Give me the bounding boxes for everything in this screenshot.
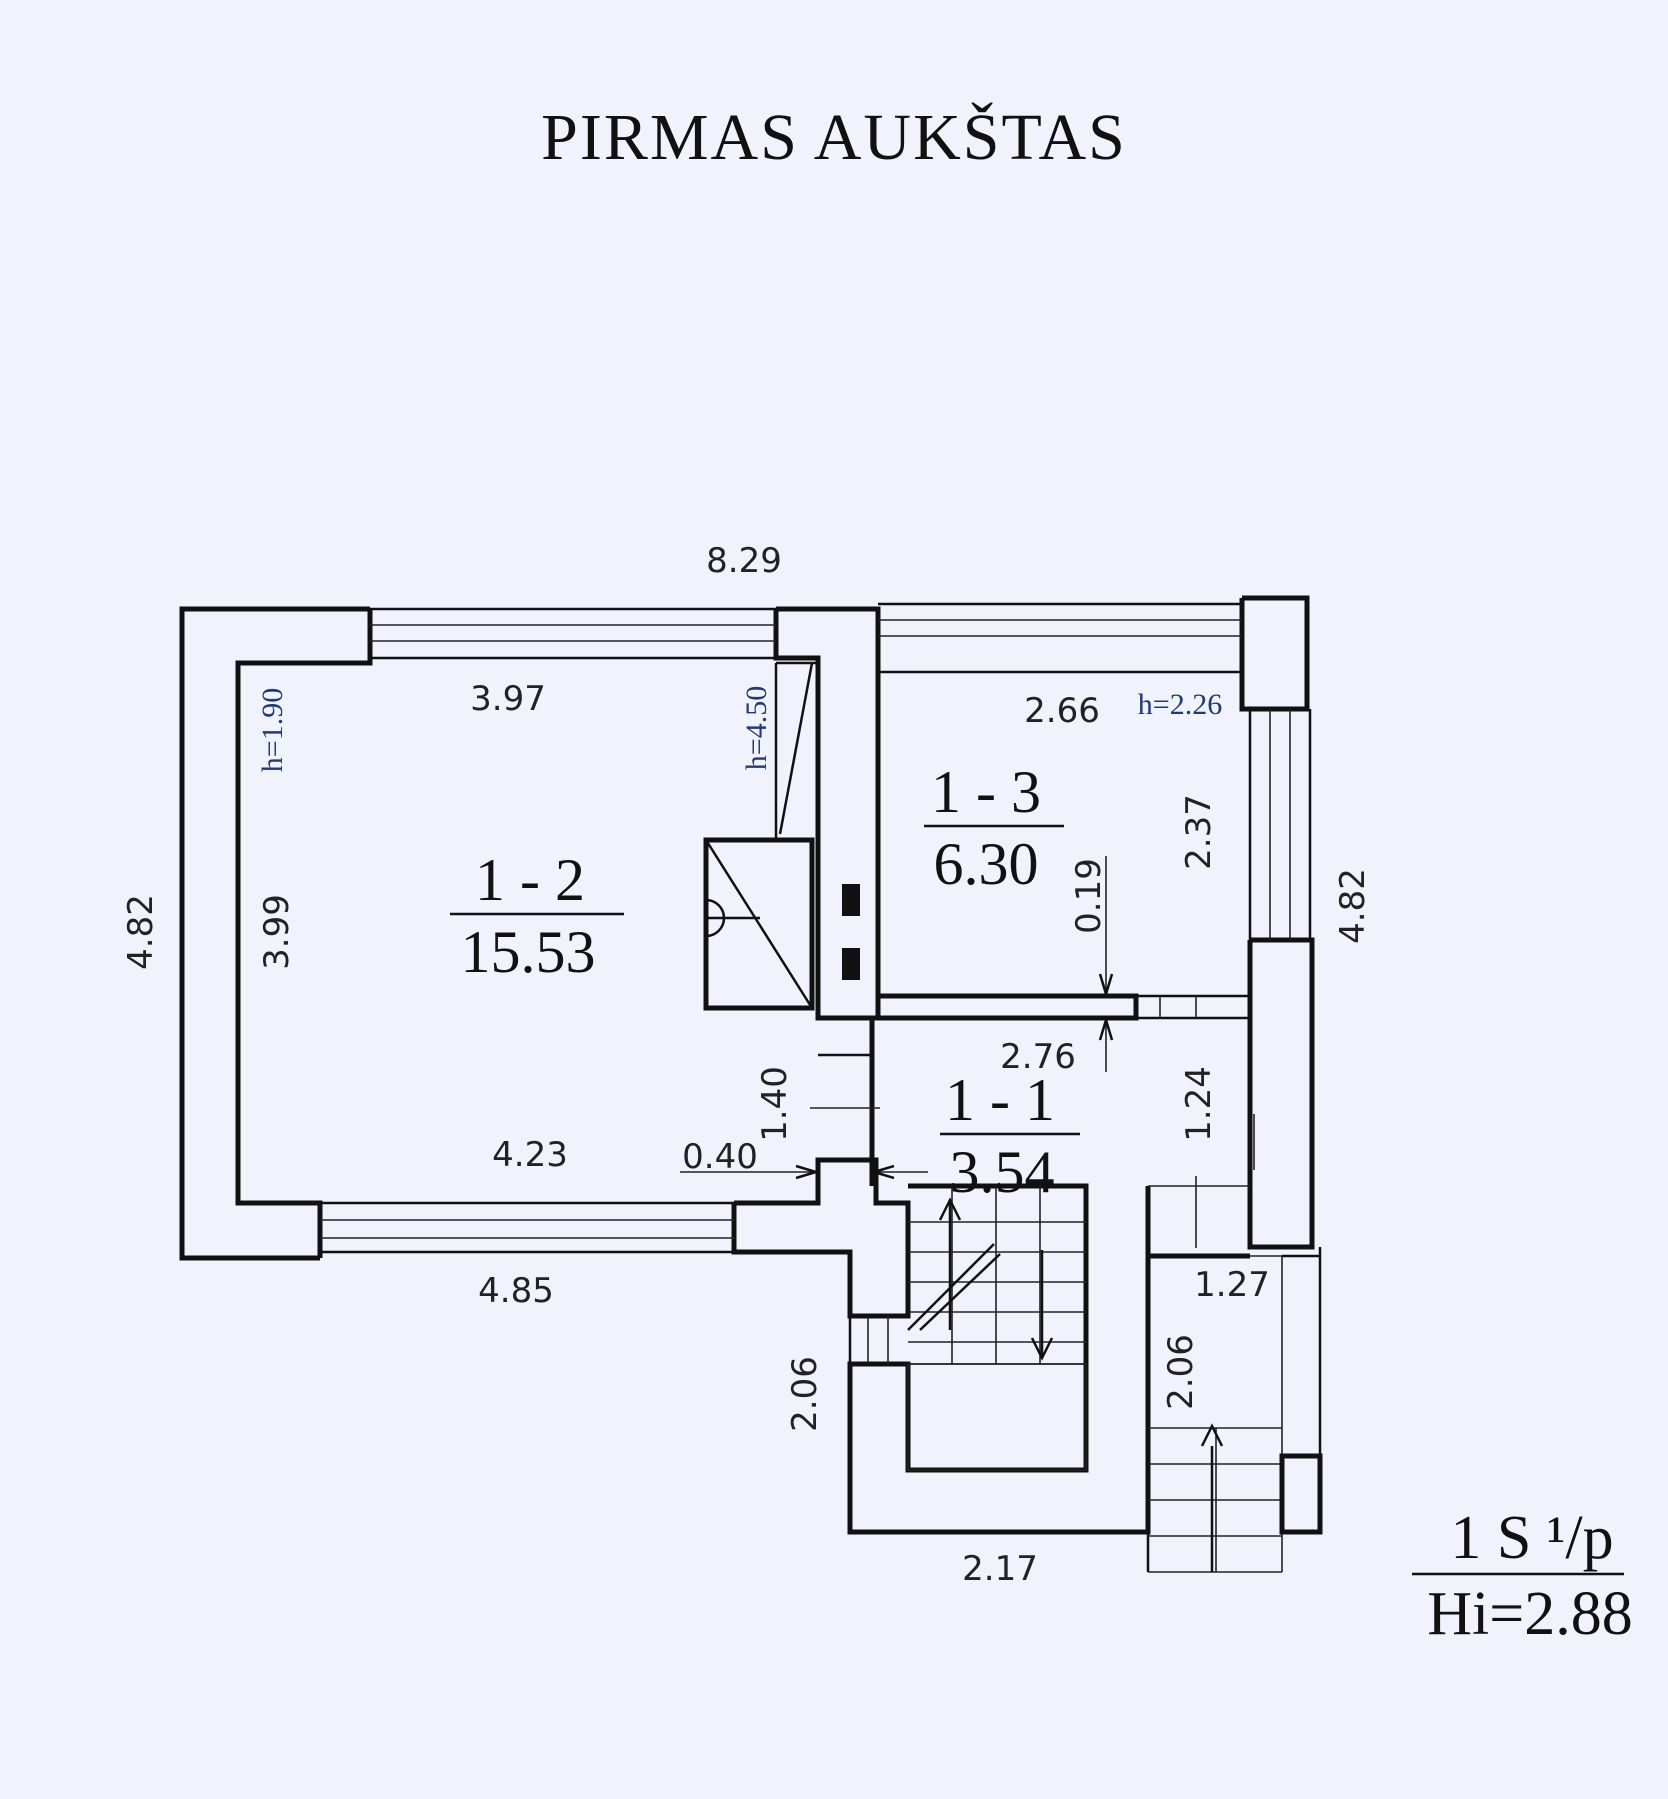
room-1-2-area: 15.53 [461, 919, 596, 985]
top-window-left [370, 607, 776, 660]
dim-corridor-door: 1.40 [755, 1066, 795, 1142]
stair-treads [907, 1186, 1086, 1365]
top-wall-segment [773, 606, 881, 1021]
room-1-1-label: 1 - 1 3.54 [940, 1067, 1080, 1205]
chimney-diagonal [774, 661, 818, 840]
left-wall-inner [235, 609, 373, 1258]
dim-left-outer: 4.82 [121, 894, 161, 970]
room-1-1-area: 3.54 [950, 1139, 1055, 1205]
legend-line1: 1 S ¹/p [1450, 1504, 1613, 1572]
room-1-3-area: 6.30 [934, 831, 1039, 897]
outer-walls [179, 595, 1315, 1319]
dim-room2-left: 3.99 [257, 894, 297, 970]
left-wall-outer [179, 606, 370, 1261]
room-1-3-id: 1 - 3 [931, 759, 1041, 825]
room-1-2-id: 1 - 2 [475, 847, 585, 913]
bottom-window [320, 1201, 734, 1254]
dim-stair-bottom: 2.17 [962, 1549, 1038, 1589]
right-pier-mid [1247, 937, 1315, 1250]
dim-room1-top: 2.76 [1000, 1037, 1076, 1077]
dim-partition: 0.19 [1069, 858, 1109, 934]
room-1-2-label: 1 - 2 15.53 [450, 847, 624, 985]
dim-room3-top: 2.66 [1024, 691, 1100, 731]
corridor-door [810, 1053, 880, 1162]
dim-arrows [680, 856, 1255, 1248]
flue-bottom [842, 948, 860, 980]
stair-left-door [848, 1316, 889, 1364]
room-1-1-id: 1 - 1 [945, 1067, 1055, 1133]
stove-fixture [703, 837, 815, 1011]
bottom-wall-segment [731, 1157, 911, 1319]
top-right-pier [1239, 595, 1310, 712]
dim-room2-height-left: h=1.90 [256, 688, 289, 772]
dim-room3-right: 2.37 [1179, 794, 1219, 870]
dim-room2-top: 3.97 [470, 679, 546, 719]
dim-right-outer: 4.82 [1333, 868, 1373, 944]
room-1-3-label: 1 - 3 6.30 [924, 759, 1064, 897]
top-window-right [878, 602, 1242, 674]
dim-room2-height-right: h=4.50 [740, 686, 773, 770]
legend-line2: Hi=2.88 [1427, 1580, 1632, 1648]
dim-room3-height: h=2.26 [1138, 688, 1222, 721]
dim-room1-right: 1.24 [1179, 1066, 1219, 1142]
dim-porch-top: 1.27 [1194, 1265, 1270, 1305]
flue-top [842, 884, 860, 916]
page-title: PIRMAS AUKŠTAS [541, 101, 1127, 174]
dim-top-total: 8.29 [706, 541, 782, 581]
room3-door [1136, 994, 1250, 1020]
dim-stair-left: 2.06 [785, 1356, 825, 1432]
porch [1145, 1185, 1323, 1573]
dim-room2-bottom-outer: 4.85 [478, 1271, 554, 1311]
floor-legend: 1 S ¹/p Hi=2.88 [1412, 1504, 1633, 1648]
right-window [1248, 709, 1312, 940]
stair-walls [847, 1183, 1151, 1535]
dim-porch-left: 2.06 [1161, 1334, 1201, 1410]
dim-wall-gap: 0.40 [682, 1137, 758, 1177]
dim-room2-bottom-inner: 4.23 [492, 1135, 568, 1175]
stair-landing [907, 1363, 1087, 1471]
